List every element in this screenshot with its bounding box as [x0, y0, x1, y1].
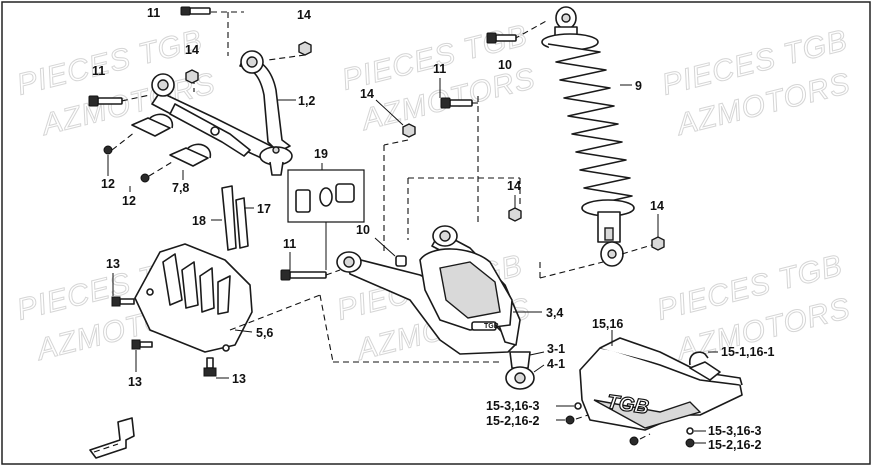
callout-label: 11: [92, 64, 105, 78]
callout-label: 14: [650, 199, 664, 213]
callout-label: 3,4: [546, 306, 563, 320]
callout-label: 13: [232, 372, 246, 386]
callout-label: 10: [356, 223, 370, 237]
shock-absorber-9: [541, 6, 635, 267]
dashed-guide: [229, 294, 321, 331]
callout-label: 13: [106, 257, 120, 271]
washer-15-3-16-3: [574, 402, 694, 435]
callout-label: 11: [433, 62, 446, 76]
callout-labels: 11 14 14 11 1,2 12 12 7,8 19 18 17 14 11…: [92, 6, 775, 452]
callout-label: 9: [635, 79, 642, 93]
bracket-7-8: [131, 113, 212, 167]
arm-guard-5-6: [134, 243, 253, 353]
callout-label: 15,16: [592, 317, 623, 331]
callout-label: 4-1: [547, 357, 565, 371]
skid-plate-15-16: TGB: [579, 337, 743, 431]
leader-line: [529, 351, 545, 356]
clip-15-1-16-1: [689, 351, 718, 366]
dashed-guide: [319, 294, 334, 363]
leader-line: [375, 99, 404, 126]
callout-label: 7,8: [172, 181, 189, 195]
leader-line: [533, 364, 545, 373]
front-direction-arrow: [89, 417, 135, 459]
callout-label: 14: [185, 43, 199, 57]
bushing-kit-19: [287, 169, 365, 223]
callout-label: 13: [128, 375, 142, 389]
callout-label: 12: [101, 177, 115, 191]
dashed-guide: [513, 19, 549, 40]
dashed-guide: [621, 244, 653, 255]
callout-label: 18: [192, 214, 206, 228]
callout-label: 12: [122, 194, 136, 208]
callout-label: 11: [283, 237, 296, 251]
callout-label: 14: [360, 87, 374, 101]
callout-label: 15-2,16-2: [708, 438, 762, 452]
callout-label: 15-3,16-3: [486, 399, 540, 413]
callout-label: 15-2,16-2: [486, 414, 540, 428]
nut-14-mid: [402, 123, 416, 138]
callout-label: 17: [257, 202, 271, 216]
callout-label: 15-1,16-1: [721, 345, 775, 359]
callout-label: 15-3,16-3: [708, 424, 762, 438]
clip-17-18: [221, 185, 249, 251]
dashed-guide: [111, 94, 151, 104]
dashed-guide: [383, 139, 409, 146]
dashed-guide: [325, 269, 341, 276]
bolt-10-mid: [374, 237, 407, 267]
arm-logo-text: TGB: [484, 323, 499, 330]
upper-control-arm: [151, 50, 293, 176]
nut-14-top: [298, 41, 312, 56]
screw-12: [103, 131, 173, 183]
nut-14-upper: [185, 69, 199, 84]
bolt-11-top: [180, 6, 211, 16]
bolt-11-low: [280, 269, 327, 281]
screw-13: [111, 296, 217, 377]
callout-label: 19: [314, 147, 328, 161]
nut-14-right: [508, 207, 522, 222]
bolt-15-2-16-2: [565, 414, 695, 448]
leader-line: [234, 329, 253, 333]
callout-label: 14: [297, 8, 311, 22]
callout-label: 3-1: [547, 342, 565, 356]
bolt-11-left: [88, 95, 123, 107]
dashed-guide: [539, 261, 604, 279]
lower-control-arm: TGB: [336, 225, 535, 390]
callout-label: 5,6: [256, 326, 273, 340]
nut-14-shock: [651, 236, 665, 251]
callout-label: 1,2: [298, 94, 315, 108]
callout-label: 10: [498, 58, 512, 72]
dashed-guide: [267, 54, 306, 61]
callout-label: 11: [147, 6, 160, 20]
callout-label: 14: [507, 179, 521, 193]
bolt-11-mid: [440, 97, 473, 109]
bolt-10-top: [486, 32, 517, 44]
